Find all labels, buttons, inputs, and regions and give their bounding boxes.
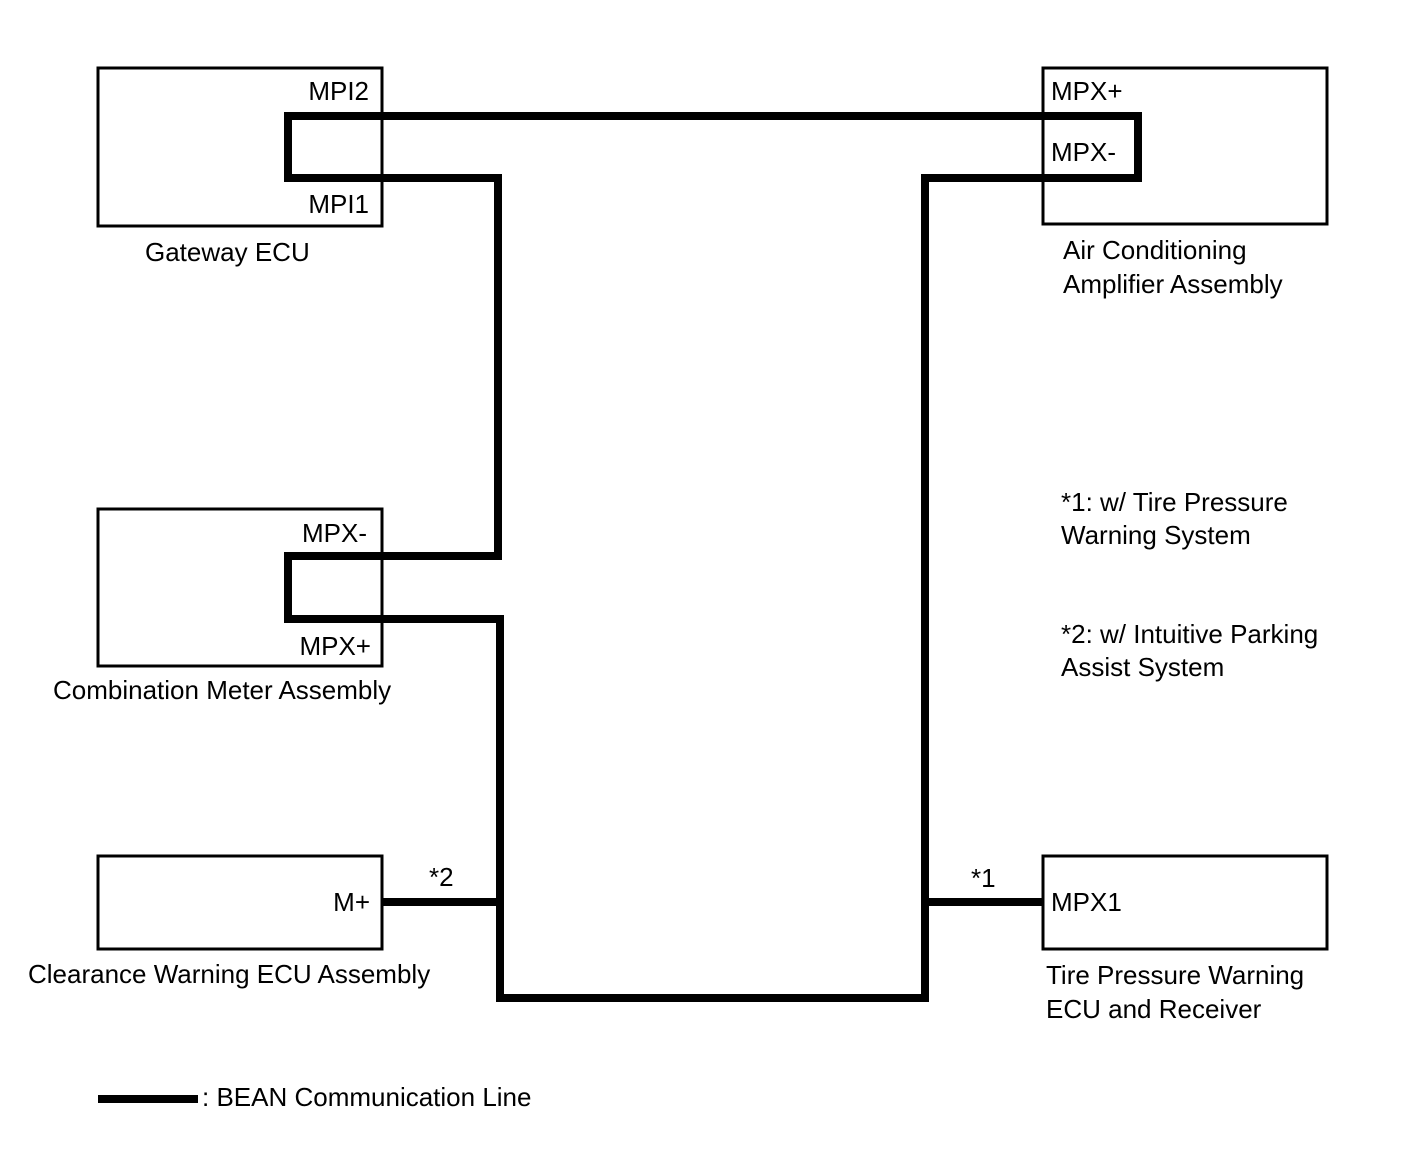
note1-line2: Warning System (1061, 520, 1251, 550)
ac-label-line2: Amplifier Assembly (1063, 269, 1283, 299)
tire-note-ref: *1 (971, 863, 996, 893)
tire-pressure-label-line2: ECU and Receiver (1046, 994, 1262, 1024)
gateway-pin-mpi2: MPI2 (308, 76, 369, 106)
combination-meter-box (96, 507, 384, 668)
tire-pin-mpx1: MPX1 (1051, 887, 1122, 917)
meter-pin-mpx-plus: MPX+ (299, 631, 371, 661)
meter-pin-mpx-minus: MPX- (302, 518, 367, 548)
air-conditioning-box (1041, 66, 1329, 226)
note2-line2: Assist System (1061, 652, 1224, 682)
clearance-note-ref: *2 (429, 862, 454, 892)
gateway-ecu-label: Gateway ECU (145, 237, 310, 267)
gateway-pin-mpi1: MPI1 (308, 189, 369, 219)
note1-line1: *1: w/ Tire Pressure (1061, 487, 1288, 517)
tire-pressure-label-line1: Tire Pressure Warning (1046, 960, 1304, 990)
clearance-warning-label: Clearance Warning ECU Assembly (28, 959, 430, 989)
bean-line-gateway-to-ac (284, 112, 1142, 1002)
note2-line1: *2: w/ Intuitive Parking (1061, 619, 1318, 649)
legend-text: : BEAN Communication Line (202, 1082, 531, 1112)
ac-label-line1: Air Conditioning (1063, 235, 1247, 265)
clearance-pin-m-plus: M+ (333, 887, 370, 917)
ac-pin-mpx-minus: MPX- (1051, 137, 1116, 167)
ac-pin-mpx-plus: MPX+ (1051, 76, 1123, 106)
combination-meter-label: Combination Meter Assembly (53, 675, 391, 705)
gateway-ecu-box (96, 66, 384, 228)
